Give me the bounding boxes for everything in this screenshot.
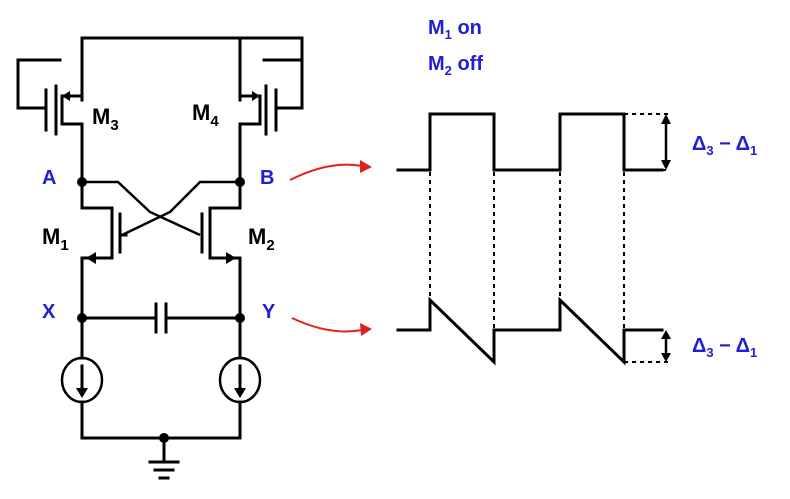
label-m3: M3 <box>92 104 119 134</box>
transistor-m1 <box>80 180 128 320</box>
state-line-2: M2 off <box>428 53 483 78</box>
arrow-b-to-waveform <box>289 160 372 181</box>
timing-guides <box>429 172 625 330</box>
label-m1: M1 <box>42 224 69 254</box>
amplitude-label-top: Δ3 − Δ1 <box>692 133 757 158</box>
amplitude-label-bottom: Δ3 − Δ1 <box>692 335 757 360</box>
label-node-y: Y <box>262 301 276 323</box>
arrow-y-to-waveform <box>291 317 372 336</box>
waveform-b <box>396 112 664 172</box>
label-node-x: X <box>42 301 56 323</box>
transistor-m3 <box>44 84 84 184</box>
state-line-1: M1 on <box>428 17 482 42</box>
pmos-bias-wiring <box>16 36 304 110</box>
current-source-left <box>60 316 104 440</box>
label-node-a: A <box>42 167 56 189</box>
ground-symbol <box>80 433 242 480</box>
amplitude-marker-top <box>624 113 671 171</box>
label-m4: M4 <box>192 100 219 130</box>
current-source-right <box>218 316 262 440</box>
transistor-m2 <box>200 180 242 320</box>
label-node-b: B <box>260 167 274 189</box>
capacitor <box>80 302 242 334</box>
label-m2: M2 <box>248 224 275 254</box>
cross-coupling <box>82 180 240 237</box>
amplitude-marker-bottom <box>624 330 671 363</box>
waveform-y <box>396 296 664 366</box>
transistor-m4 <box>238 84 278 184</box>
